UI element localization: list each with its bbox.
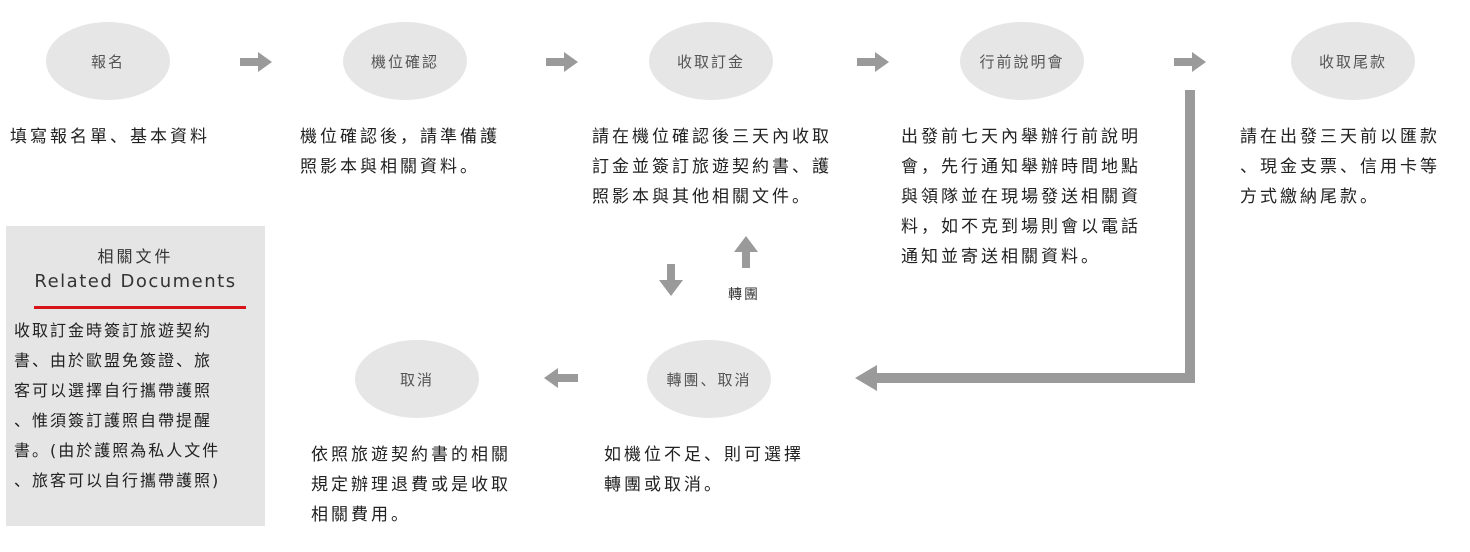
step-briefing: 行前說明會 [960, 22, 1084, 100]
step-description: 填寫報名單、基本資料 [10, 127, 210, 147]
panel-body: 收取訂金時簽訂旅遊契約 書、由於歐盟免簽證、旅 客可以選擇自行攜帶護照 、惟須簽… [14, 321, 221, 490]
step-label: 行前說明會 [979, 52, 1065, 71]
arrow-right-icon [546, 52, 578, 72]
connector-line [855, 90, 1195, 391]
arrow-down-icon [659, 264, 683, 296]
step-label: 報名 [90, 52, 125, 71]
related-documents-panel: 相關文件 Related Documents 收取訂金時簽訂旅遊契約 書、由於歐… [6, 226, 265, 526]
step-label: 轉團、取消 [666, 370, 752, 389]
step-label: 收取尾款 [1318, 52, 1387, 71]
step-seat-confirm: 機位確認 [343, 22, 467, 100]
step-description: 出發前七天內舉辦行前說明 會，先行通知舉辦時間地點 與領隊並在現場發送相關資 料… [901, 127, 1141, 267]
step-description: 機位確認後，請準備護 照影本與相關資料。 [300, 127, 500, 177]
panel-title-en: Related Documents [34, 271, 237, 292]
step-final-payment: 收取尾款 [1291, 22, 1415, 100]
arrow-right-icon [857, 52, 889, 72]
arrow-up-icon [734, 236, 758, 268]
arrow-left-icon [544, 368, 578, 388]
step-signup: 報名 [46, 22, 170, 100]
step-transfer-cancel: 轉團、取消 [647, 340, 771, 418]
step-label: 機位確認 [370, 52, 439, 71]
panel-underline [34, 306, 246, 309]
panel-title-zh: 相關文件 [97, 247, 174, 266]
step-cancel: 取消 [355, 340, 479, 418]
step-label: 取消 [399, 370, 434, 389]
step-description: 如機位不足、則可選擇 轉團或取消。 [604, 445, 804, 495]
step-description: 請在機位確認後三天內收取 訂金並簽訂旅遊契約書、護 照影本與其他相關文件。 [592, 127, 832, 207]
step-deposit: 收取訂金 [649, 22, 773, 100]
transfer-label: 轉團 [728, 287, 760, 303]
arrow-right-icon [1174, 52, 1206, 72]
step-label: 收取訂金 [676, 52, 745, 71]
step-description: 依照旅遊契約書的相關 規定辦理退費或是收取 相關費用。 [311, 445, 511, 525]
arrow-right-icon [240, 52, 272, 72]
step-description: 請在出發三天前以匯款 、現金支票、信用卡等 方式繳納尾款。 [1240, 127, 1440, 207]
